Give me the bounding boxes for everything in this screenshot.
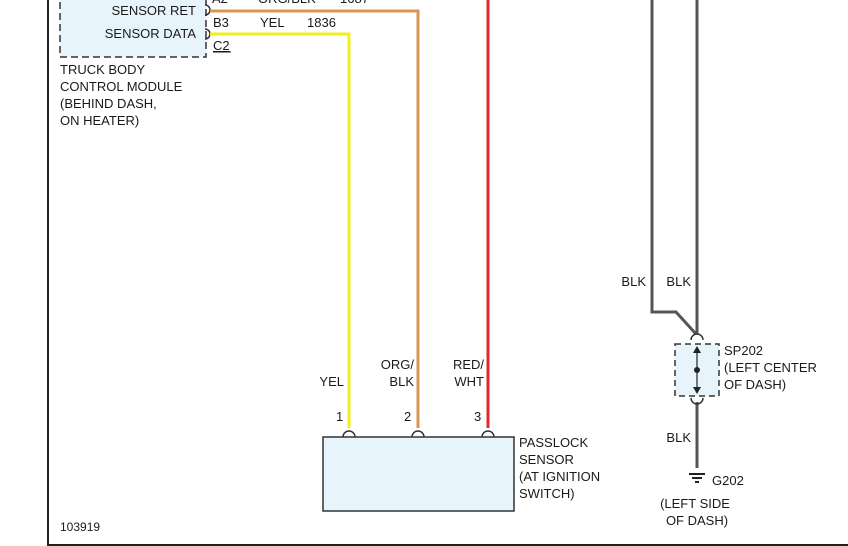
ground-symbol-icon [689, 473, 705, 483]
pin-b3-circuit: 1836 [307, 15, 336, 30]
wire1-color-label: YEL [319, 374, 344, 389]
splice-arrow-down-icon [693, 387, 701, 394]
pin-b3-wire-color: YEL [260, 15, 285, 30]
splice-location-line-1: (LEFT CENTER [724, 360, 817, 375]
module-pin-b3-bump [204, 28, 211, 40]
ground-location-line-2: OF DASH) [666, 513, 728, 528]
module-box [59, 0, 207, 58]
pin-a2-label: A2 [212, 0, 228, 6]
wire-yellow [210, 32, 351, 428]
left-wire-color-label: BLK [621, 274, 646, 289]
right-wire-color-label: BLK [666, 274, 691, 289]
passlock-sensor-box [322, 436, 515, 512]
module-name-line-1: TRUCK BODY [60, 62, 146, 77]
ground-name: G202 [712, 473, 744, 488]
sensor-pin-1-bump [342, 430, 356, 438]
sensor-pin-1-number: 1 [336, 409, 343, 424]
lower-wire-color-label: BLK [666, 430, 691, 445]
sensor-name-line-4: SWITCH) [519, 486, 575, 501]
wire2-color-label-line-1: ORG/ [381, 357, 415, 372]
module-pin-a2-bump [204, 4, 211, 16]
sensor-name-line-3: (AT IGNITION [519, 469, 600, 484]
wire-black-left [650, 0, 698, 336]
sensor-pin-3-bump [481, 430, 495, 438]
wire3-color-label-line-2: WHT [454, 374, 484, 389]
splice-top-bump [690, 333, 704, 341]
sensor-name-line-1: PASSLOCK [519, 435, 588, 450]
module-name-line-4: ON HEATER) [60, 113, 139, 128]
module-name-line-2: CONTROL MODULE [60, 79, 183, 94]
sensor-data-label: SENSOR DATA [105, 26, 197, 41]
ground-location-line-1: (LEFT SIDE [660, 496, 730, 511]
sensor-ret-label: SENSOR RET [111, 3, 196, 18]
sensor-name-line-2: SENSOR [519, 452, 574, 467]
pin-a2-wire-color: ORG/BLK [258, 0, 316, 6]
wire-orange-black [210, 9, 420, 428]
pin-b3-label: B3 [213, 15, 229, 30]
splice-bottom-bump [690, 397, 704, 405]
sensor-pin-2-bump [411, 430, 425, 438]
splice-dot-icon [694, 367, 700, 373]
splice-name: SP202 [724, 343, 763, 358]
sensor-pin-2-number: 2 [404, 409, 411, 424]
wire2-color-label-line-2: BLK [389, 374, 414, 389]
splice-arrow-up-icon [693, 346, 701, 353]
splice-location-line-2: OF DASH) [724, 377, 786, 392]
wire3-color-label-line-1: RED/ [453, 357, 484, 372]
connector-c2-label: C2 [213, 38, 230, 53]
pin-a2-circuit: 1687 [340, 0, 369, 6]
figure-id: 103919 [60, 520, 100, 534]
sensor-pin-3-number: 3 [474, 409, 481, 424]
module-name-line-3: (BEHIND DASH, [60, 96, 157, 111]
